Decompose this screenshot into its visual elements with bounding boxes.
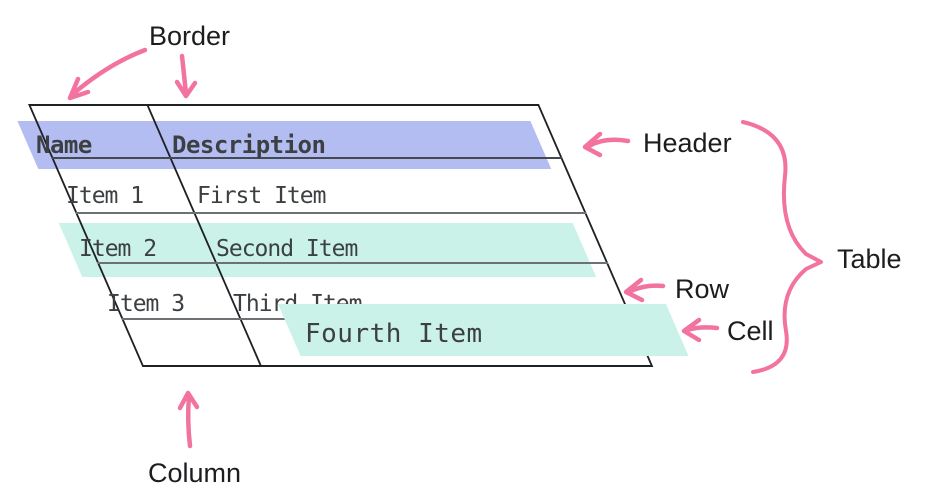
row-arrow [623, 277, 666, 303]
column-divider-line [146, 104, 263, 367]
border-label: Border [149, 21, 231, 51]
table-brace [741, 120, 823, 374]
header-cell-description: Description [172, 131, 326, 159]
column-label: Column [148, 458, 242, 488]
cell-fourth-item: Fourth Item [305, 319, 483, 349]
header-label: Header [643, 128, 732, 158]
cell-label: Cell [727, 316, 774, 346]
column-arrow [177, 390, 200, 449]
cell-item-1: Item 1 [66, 183, 144, 209]
row-line-1 [74, 212, 587, 214]
border-arrow-left [67, 47, 148, 101]
header-cell-name: Name [36, 131, 92, 159]
cell-third-item: Third Item [233, 291, 362, 317]
cell-item-3: Item 3 [107, 291, 185, 317]
header-row-line [51, 157, 563, 159]
table-label: Table [837, 244, 902, 274]
cell-first-item: First Item [197, 183, 326, 209]
cell-second-item: Second Item [216, 236, 358, 262]
row-highlight [58, 223, 597, 277]
border-arrow-down [174, 53, 198, 99]
cell-arrow [681, 317, 720, 343]
row-label: Row [675, 274, 730, 304]
row-line-2 [96, 262, 609, 264]
header-highlight [17, 121, 552, 169]
cell-item-2: Item 2 [79, 236, 157, 262]
header-arrow [582, 131, 631, 158]
